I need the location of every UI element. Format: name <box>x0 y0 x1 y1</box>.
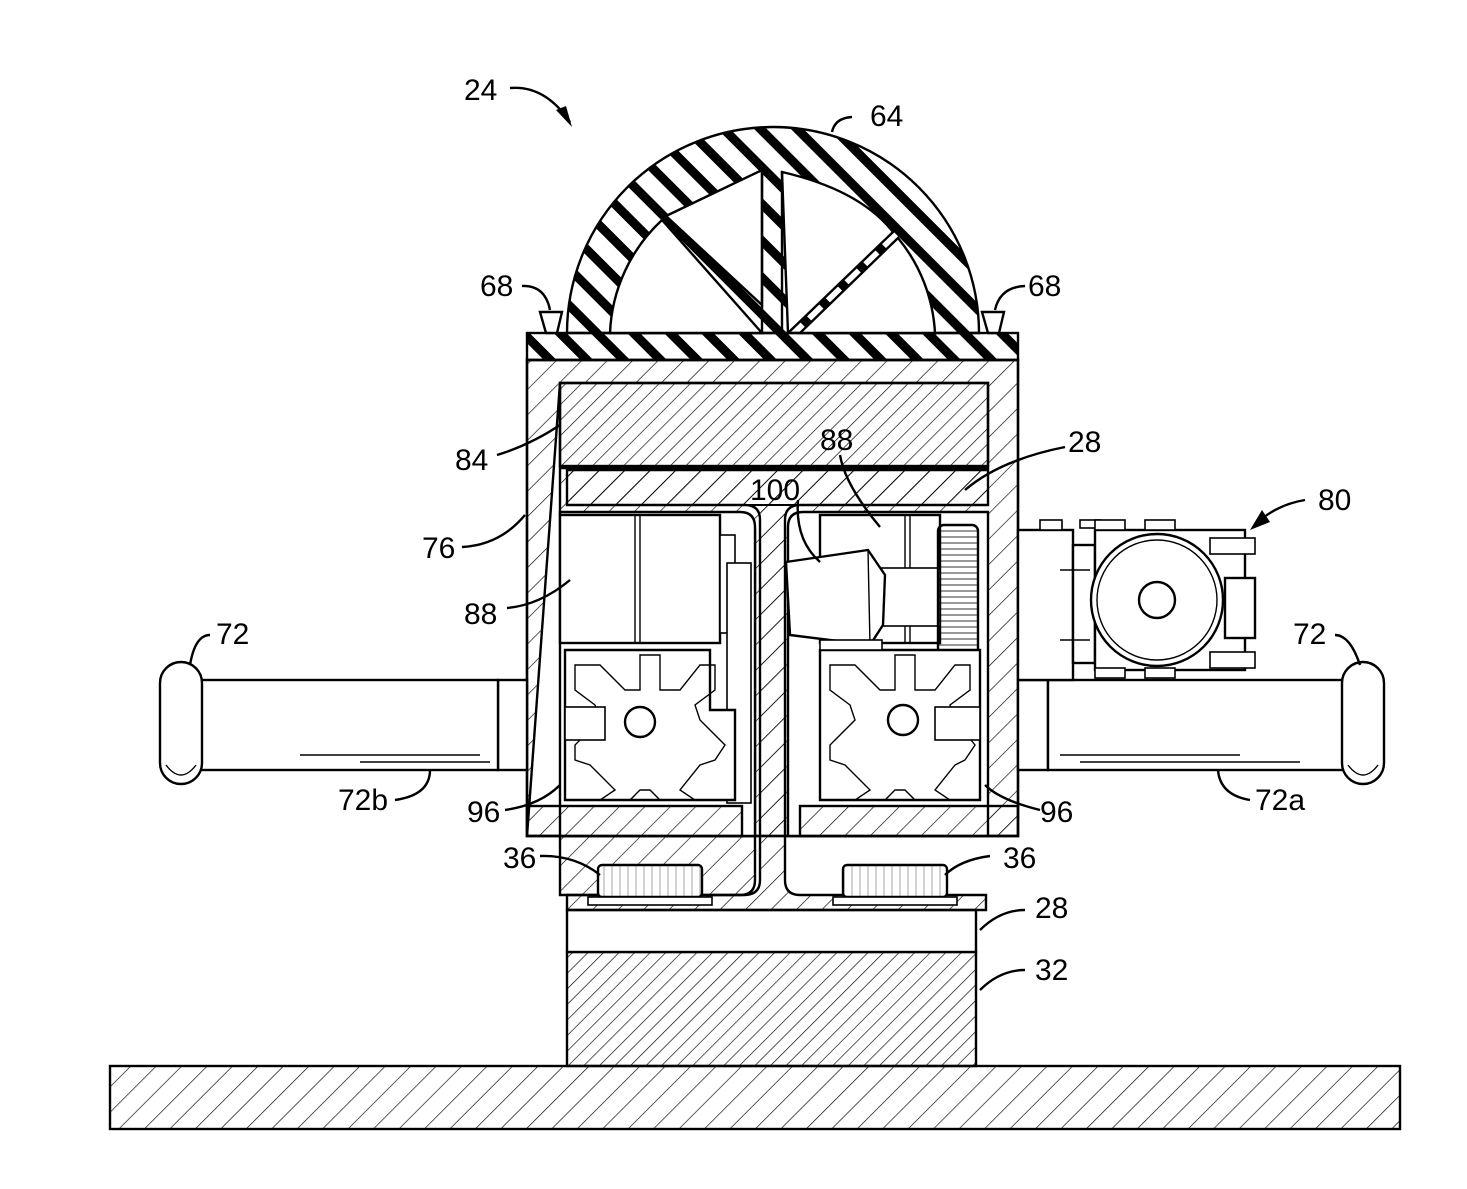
handle-72b <box>158 660 529 786</box>
track-assembly-80 <box>1016 519 1257 682</box>
nub-68-right <box>980 310 1006 335</box>
label-80: 80 <box>1318 484 1351 517</box>
foot-36-left <box>587 863 713 906</box>
arrowhead-24 <box>556 106 572 127</box>
extrusion-96-right <box>818 639 982 802</box>
label-72a: 72a <box>1255 784 1305 817</box>
label-72-right: 72 <box>1293 618 1326 651</box>
cover-plate <box>525 331 1020 362</box>
ground-plate <box>108 1064 1402 1131</box>
label-72b: 72b <box>338 784 388 817</box>
label-28-bottom: 28 <box>1035 892 1068 925</box>
label-68-right: 68 <box>1028 270 1061 303</box>
label-96-left: 96 <box>467 796 500 829</box>
label-84: 84 <box>455 444 488 477</box>
label-36-left: 36 <box>503 842 536 875</box>
label-88-left: 88 <box>464 598 497 631</box>
label-88-top: 88 <box>820 424 853 457</box>
label-76: 76 <box>422 532 455 565</box>
label-64: 64 <box>870 100 903 133</box>
handle-72a <box>1016 660 1386 786</box>
label-32: 32 <box>1035 954 1068 987</box>
arrowhead-80 <box>1250 510 1270 530</box>
foot-36-right <box>832 863 958 906</box>
label-28-top: 28 <box>1068 426 1101 459</box>
label-24: 24 <box>464 74 497 107</box>
label-68-left: 68 <box>480 270 513 303</box>
base-block-32 <box>565 950 978 1068</box>
nub-68-left <box>538 310 564 335</box>
label-96-right: 96 <box>1040 796 1073 829</box>
dome-64 <box>565 125 981 336</box>
label-36-right: 36 <box>1003 842 1036 875</box>
label-100: 100 <box>750 474 800 507</box>
leader-lines <box>188 86 1362 991</box>
support-28 <box>565 468 990 912</box>
base-plate-28 <box>565 908 978 954</box>
label-72-left: 72 <box>216 618 249 651</box>
extrusion-96-left <box>563 648 737 802</box>
battery-block-84 <box>558 381 990 468</box>
